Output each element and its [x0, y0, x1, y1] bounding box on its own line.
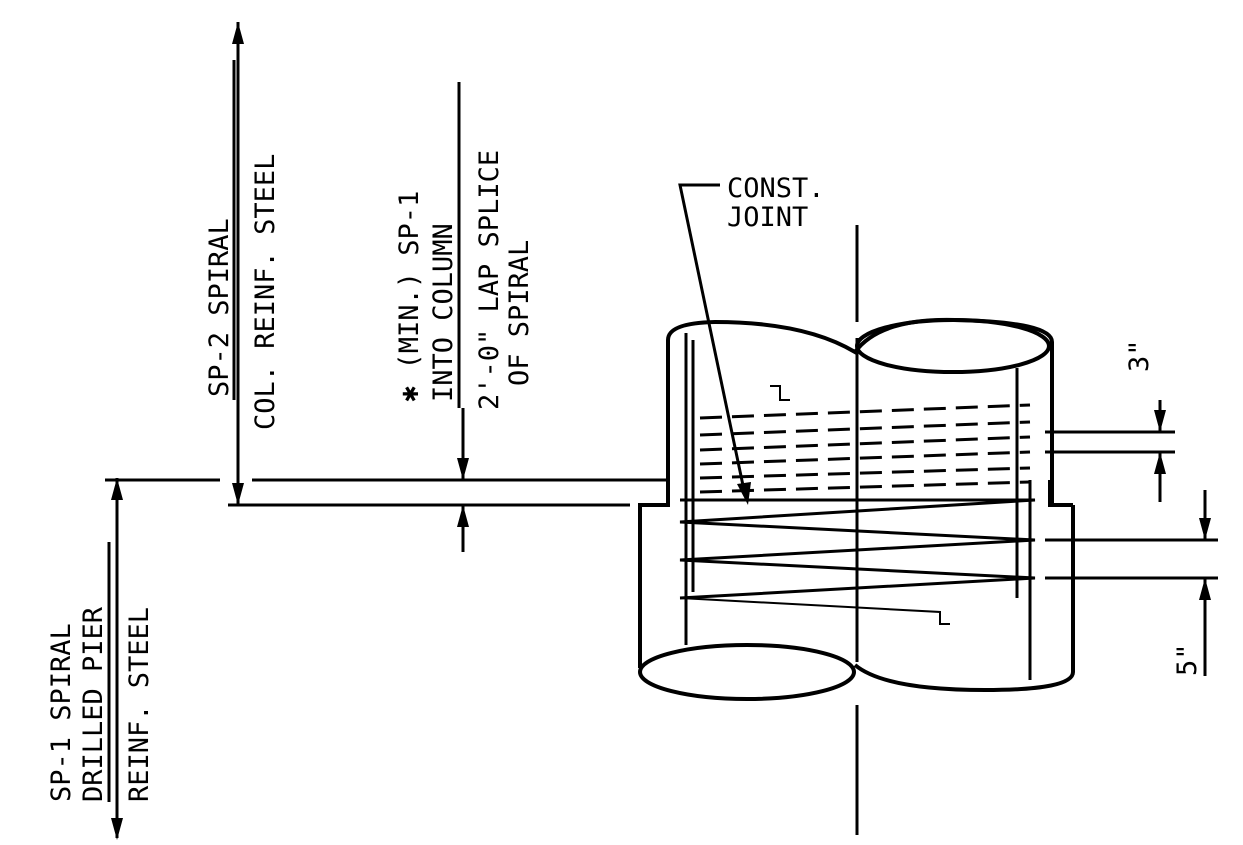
sp1-arrow-bottom — [111, 818, 123, 840]
sp2-label-line2: COL. REINF. STEEL — [250, 154, 281, 430]
pier-outline — [638, 480, 1075, 693]
dimension-sp2 — [232, 22, 244, 505]
spiral-dash-1 — [699, 403, 1031, 420]
joint-label-line1: CONST. — [727, 173, 825, 204]
sp1-label-line1: SP-1 SPIRAL — [46, 623, 77, 802]
spiral-dash-5 — [699, 466, 1031, 480]
column-spiral-hidden — [699, 385, 1031, 494]
lap-arrow-top — [457, 458, 469, 480]
lap-label-line4: OF SPIRAL — [504, 240, 535, 386]
joint-leader-arrow — [737, 482, 751, 505]
pier-bottom-section — [638, 643, 856, 701]
lap-label-line1: ✱ (MIN.) SP-1 — [394, 191, 425, 402]
lap-label-line2: INTO COLUMN — [428, 223, 459, 402]
dim5-arrow-bottom — [1199, 578, 1211, 600]
sp1-label-line2: DRILLED PIER — [78, 606, 109, 802]
spiral-dash-3 — [699, 435, 1031, 452]
dimension-3in: 3" — [1045, 339, 1175, 502]
joint-label-line2: JOINT — [727, 202, 808, 233]
pier-spiral — [679, 498, 1036, 625]
dimension-5in: 5" — [1045, 490, 1218, 676]
construction-joint-callout: CONST. JOINT — [678, 173, 825, 505]
sp2-arrow-bottom — [232, 483, 244, 505]
sp2-arrow-top — [232, 22, 244, 44]
dim5-arrow-top — [1199, 518, 1211, 540]
lap-arrow-bottom — [457, 505, 469, 527]
pier-spiral-line — [679, 498, 1036, 600]
pier-body — [638, 480, 1075, 701]
spiral-dash-6 — [699, 480, 1031, 494]
spiral-hook-top — [770, 385, 790, 401]
joint-leader-line — [678, 183, 747, 496]
sp1-arrow-top — [111, 478, 123, 500]
dim3-arrow-bottom — [1154, 452, 1166, 474]
dimension-lap — [457, 408, 469, 552]
sp1-label-line3: REINF. STEEL — [124, 607, 155, 802]
sp2-label-group: SP-2 SPIRAL COL. REINF. STEEL — [204, 60, 281, 430]
spiral-hook-bottom — [679, 597, 950, 625]
lap-label-line3: 2'-0" LAP SPLICE — [474, 150, 505, 410]
sp1-label-group: SP-1 SPIRAL DRILLED PIER REINF. STEEL — [46, 542, 155, 802]
dim-3in-label: 3" — [1124, 339, 1155, 372]
column-top-section — [855, 318, 1051, 374]
lap-splice-label-group: ✱ (MIN.) SP-1 INTO COLUMN 2'-0" LAP SPLI… — [394, 82, 535, 410]
sp2-label-line1: SP-2 SPIRAL — [204, 218, 235, 397]
spiral-dash-2 — [699, 420, 1031, 437]
spiral-dash-4 — [699, 450, 1031, 466]
dim-5in-label: 5" — [1172, 643, 1203, 676]
dimension-sp1 — [111, 478, 123, 840]
dim3-arrow-top — [1154, 410, 1166, 432]
